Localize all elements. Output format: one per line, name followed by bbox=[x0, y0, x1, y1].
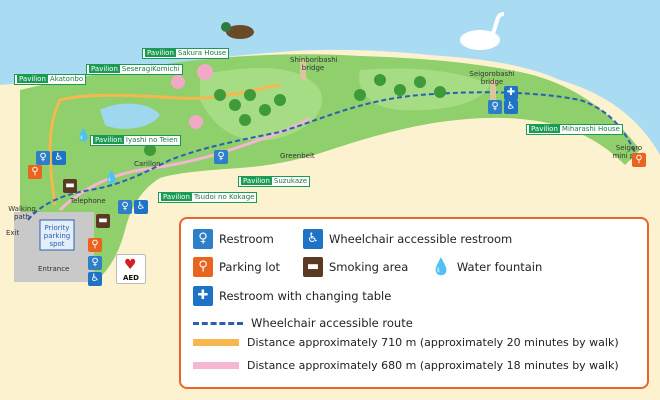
legend-restroom: ♀ Restroom bbox=[193, 229, 274, 249]
walking-path-label: Walking path bbox=[8, 205, 36, 221]
cherry-blossoms bbox=[171, 64, 213, 129]
greenery-patch bbox=[200, 67, 322, 141]
legend-parking: ⚲ Parking lot bbox=[193, 257, 280, 277]
restroom-icon[interactable]: ♀ bbox=[118, 200, 132, 214]
dashed-route-swatch bbox=[193, 321, 243, 325]
shinboribashi-bridge-shape bbox=[300, 60, 306, 80]
seigorobashi-bridge-shape bbox=[490, 80, 496, 102]
smoking-icon[interactable]: ▬ bbox=[63, 179, 77, 193]
carillon-label: Carillon bbox=[134, 160, 161, 168]
map-legend: ♀ Restroom ♿ Wheelchair accessible restr… bbox=[179, 217, 649, 389]
legend-wheelchair-restroom: ♿ Wheelchair accessible restroom bbox=[303, 229, 512, 249]
orange-route-swatch bbox=[193, 339, 239, 346]
legend-changing-table: ✚ Restroom with changing table bbox=[193, 286, 391, 306]
restroom-icon[interactable]: ♀ bbox=[88, 256, 102, 270]
wheelchair-icon[interactable]: ♿ bbox=[504, 100, 518, 114]
trees bbox=[144, 74, 446, 156]
pink-route-swatch bbox=[193, 362, 239, 369]
water-drop-icon: 💧 bbox=[104, 170, 119, 184]
pink-distance-route bbox=[58, 116, 311, 212]
swan-illustration bbox=[460, 30, 500, 50]
priority-parking-area bbox=[39, 219, 75, 251]
bicycle-parking-icon: ⚲ bbox=[193, 257, 213, 277]
greenery-patch bbox=[359, 68, 490, 111]
seigorobashi-bridge-label: Seigorobashi bridge bbox=[469, 70, 515, 86]
orange-distance-route bbox=[48, 83, 281, 206]
legend-distance-orange: Distance approximately 710 m (approximat… bbox=[193, 336, 619, 349]
priority-parking-label: Priority parking spot bbox=[43, 224, 71, 248]
bicycle-parking-icon[interactable]: ⚲ bbox=[88, 238, 102, 252]
changing-table-icon: ✚ bbox=[193, 286, 213, 306]
smoking-icon: ▬ bbox=[303, 257, 323, 277]
seigoro-mini-park-label: Seigoro mini park bbox=[612, 144, 646, 160]
legend-water-fountain: 💧 Water fountain bbox=[431, 257, 543, 276]
bicycle-parking-icon[interactable]: ⚲ bbox=[632, 153, 646, 167]
wheelchair-icon[interactable]: ♿ bbox=[134, 200, 148, 214]
restroom-icon: ♀ bbox=[193, 229, 213, 249]
restroom-icon[interactable]: ♀ bbox=[488, 100, 502, 114]
aed-sign[interactable]: ♥ AED bbox=[116, 254, 146, 284]
smoking-icon[interactable]: ▬ bbox=[96, 214, 110, 228]
wheelchair-icon[interactable]: ♿ bbox=[88, 272, 102, 286]
bicycle-parking-icon[interactable]: ⚲ bbox=[28, 165, 42, 179]
wheelchair-icon[interactable]: ♿ bbox=[52, 151, 66, 165]
telephone-label: Telephone bbox=[70, 197, 106, 205]
shinboribashi-bridge-label: Shinboribashi bridge bbox=[290, 56, 338, 72]
entrance-label: Entrance bbox=[38, 265, 70, 273]
restroom-icon[interactable]: ♀ bbox=[36, 151, 50, 165]
water-drop-icon: 💧 bbox=[76, 128, 91, 142]
heart-icon: ♥ bbox=[124, 257, 137, 273]
pond bbox=[100, 103, 160, 129]
restroom-icon[interactable]: ♀ bbox=[214, 150, 228, 164]
greenbelt-label: Greenbelt bbox=[280, 152, 315, 160]
changing-table-icon[interactable]: ✚ bbox=[504, 86, 518, 100]
wheelchair-icon: ♿ bbox=[303, 229, 323, 249]
duck-illustration bbox=[226, 25, 254, 39]
exit-label: Exit bbox=[6, 229, 20, 237]
legend-wheelchair-route: Wheelchair accessible route bbox=[193, 316, 413, 330]
park-land bbox=[20, 54, 640, 282]
legend-smoking: ▬ Smoking area bbox=[303, 257, 408, 277]
wheelchair-route-line bbox=[27, 91, 637, 221]
legend-distance-pink: Distance approximately 680 m (approximat… bbox=[193, 359, 619, 372]
water-drop-icon: 💧 bbox=[431, 257, 451, 276]
aed-label: AED bbox=[122, 274, 139, 282]
